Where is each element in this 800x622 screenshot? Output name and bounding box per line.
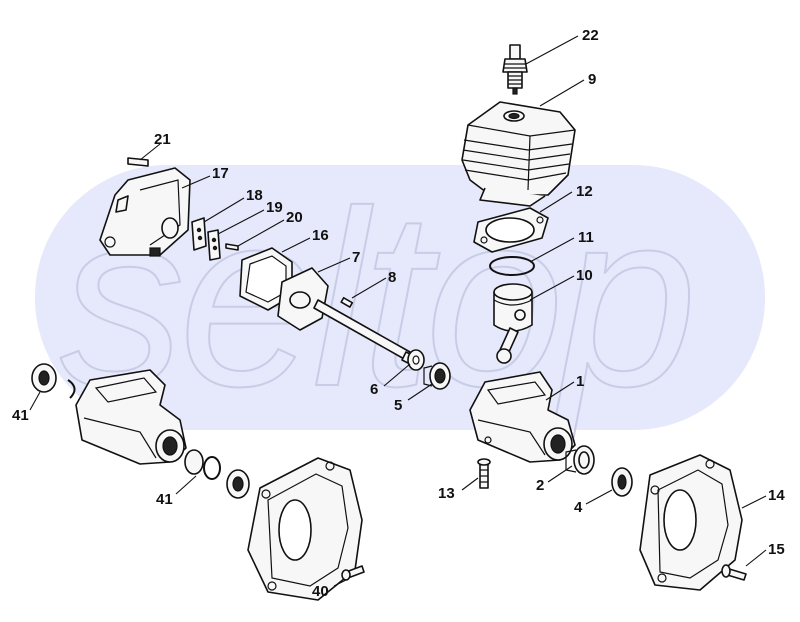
screw-15 [721, 564, 747, 581]
callout-15: 15 [768, 541, 785, 558]
piston [493, 283, 533, 364]
cover-right [639, 454, 743, 591]
callout-41-top: 41 [12, 407, 29, 424]
washer-6 [407, 349, 425, 371]
key-8 [340, 296, 354, 308]
circlip-left-top [67, 379, 76, 399]
callout-20: 20 [286, 209, 303, 226]
crankcase-right [469, 371, 576, 463]
callout-6: 6 [370, 381, 378, 398]
callout-19: 19 [266, 199, 283, 216]
callout-9: 9 [588, 71, 596, 88]
piston-ring [489, 256, 535, 276]
leader-lines [29, 35, 767, 587]
screw-20 [225, 243, 239, 251]
callout-7: 7 [352, 249, 360, 266]
callout-5: 5 [394, 397, 402, 414]
plate-19 [207, 229, 221, 261]
callout-labels: 22 9 21 17 18 19 20 16 12 11 7 8 10 6 5 … [12, 27, 785, 600]
callout-2: 2 [536, 477, 544, 494]
callout-41-bottom: 41 [156, 491, 173, 508]
callout-12: 12 [576, 183, 593, 200]
callout-11: 11 [578, 229, 594, 246]
cylinder-gasket [473, 207, 549, 253]
callout-16: 16 [312, 227, 329, 244]
callout-22: 22 [582, 27, 599, 44]
spark-plug [502, 44, 528, 95]
callout-13: 13 [438, 485, 455, 502]
crankcase-left [75, 369, 187, 465]
cylinder [461, 101, 576, 207]
callout-8: 8 [388, 269, 396, 286]
plate-18 [191, 217, 207, 251]
callout-40: 40 [312, 583, 329, 600]
callout-4: 4 [574, 499, 583, 516]
ignition-module [99, 167, 191, 257]
callout-1: 1 [576, 373, 584, 390]
callout-18: 18 [246, 187, 263, 204]
bearing-5 [423, 362, 451, 390]
oil-seal-right [611, 467, 633, 497]
callout-21: 21 [154, 131, 171, 148]
screw-21 [127, 157, 149, 167]
callout-17: 17 [212, 165, 229, 182]
oil-seal-left-top [31, 363, 57, 393]
callout-14: 14 [768, 487, 785, 504]
seal-set-left [184, 449, 250, 499]
bearing-right [565, 445, 595, 475]
screw-40 [341, 565, 365, 581]
screw-13 [477, 458, 491, 489]
callout-10: 10 [576, 267, 593, 284]
